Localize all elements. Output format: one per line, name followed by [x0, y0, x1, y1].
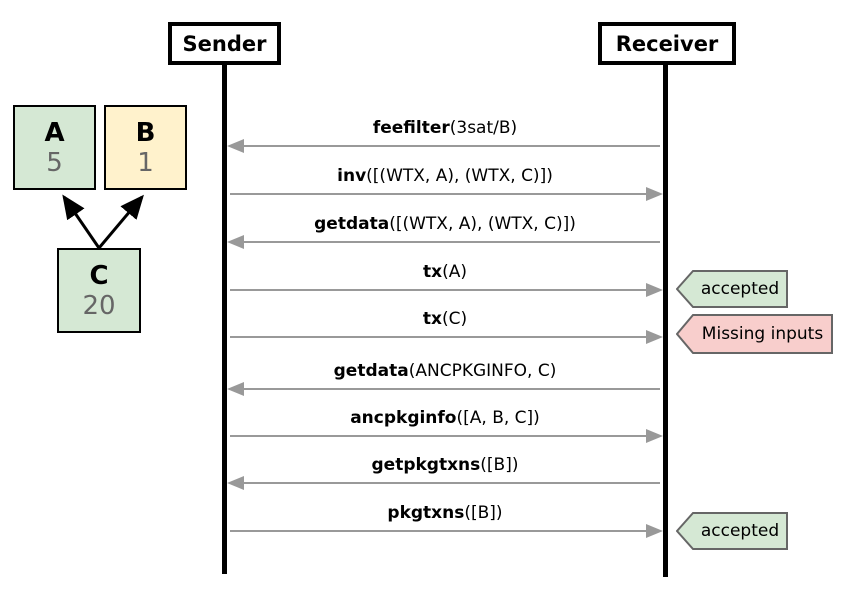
message-getdata-ancpkginfo: getdata(ANCPKGINFO, C) — [227, 360, 663, 396]
arrow-right-icon — [227, 283, 663, 297]
message-label: getpkgtxns([B]) — [371, 455, 519, 475]
tx-node-b: B 1 — [104, 105, 187, 190]
message-label: tx(A) — [423, 262, 467, 282]
message-ancpkginfo: ancpkginfo([A, B, C]) — [227, 407, 663, 443]
message-pkgtxns: pkgtxns([B]) — [227, 502, 663, 538]
message-label: getdata([(WTX, A), (WTX, C)]) — [314, 214, 576, 234]
arrow-left-icon — [227, 235, 663, 249]
status-badge-accepted-pkgtxns: accepted — [676, 512, 788, 550]
sender-lifeline — [222, 64, 227, 574]
tx-node-fee: 1 — [137, 147, 154, 178]
message-label: feefilter(3sat/B) — [372, 118, 518, 138]
message-feefilter: feefilter(3sat/B) — [227, 117, 663, 153]
tx-graph-edges-icon — [62, 194, 144, 249]
message-label: inv([(WTX, A), (WTX, C)]) — [337, 166, 553, 186]
actor-sender: Sender — [168, 22, 281, 65]
arrow-right-icon — [227, 429, 663, 443]
message-label: tx(C) — [422, 309, 468, 329]
arrow-left-icon — [227, 476, 663, 490]
status-badge-missing-inputs: Missing inputs — [676, 314, 833, 354]
arrow-right-icon — [227, 187, 663, 201]
tx-node-id: B — [135, 117, 156, 148]
tx-node-c: C 20 — [57, 248, 141, 333]
message-getpkgtxns: getpkgtxns([B]) — [227, 454, 663, 490]
arrow-right-icon — [227, 524, 663, 538]
message-inv: inv([(WTX, A), (WTX, C)]) — [227, 165, 663, 201]
tx-node-id: A — [44, 117, 65, 148]
tx-node-a: A 5 — [13, 105, 96, 190]
message-getdata-wtx: getdata([(WTX, A), (WTX, C)]) — [227, 213, 663, 249]
status-badge-label: accepted — [700, 279, 780, 299]
message-tx-a: tx(A) — [227, 261, 663, 297]
tx-node-id: C — [89, 260, 109, 291]
tx-node-fee: 20 — [82, 290, 116, 321]
message-label: pkgtxns([B]) — [387, 503, 503, 523]
receiver-lifeline — [663, 64, 668, 577]
status-badge-label: Missing inputs — [701, 324, 824, 344]
status-badge-accepted-tx-a: accepted — [676, 270, 788, 308]
tx-node-fee: 5 — [46, 147, 63, 178]
status-badge-label: accepted — [700, 521, 780, 541]
message-tx-c: tx(C) — [227, 308, 663, 344]
message-label: getdata(ANCPKGINFO, C) — [333, 361, 557, 381]
message-label: ancpkginfo([A, B, C]) — [350, 408, 540, 428]
actor-receiver: Receiver — [598, 22, 736, 65]
arrow-right-icon — [227, 330, 663, 344]
arrow-left-icon — [227, 382, 663, 396]
arrow-left-icon — [227, 139, 663, 153]
